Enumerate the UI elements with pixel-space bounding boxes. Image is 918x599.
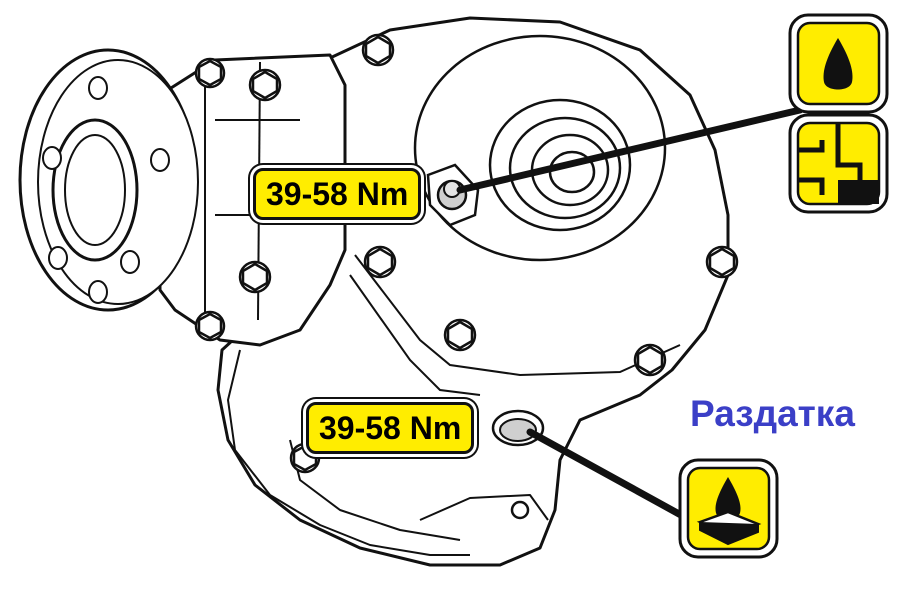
lower-torque-label: 39-58 Nm xyxy=(306,402,475,454)
bolt xyxy=(194,310,226,342)
leader-lines xyxy=(456,106,804,524)
output-flange xyxy=(18,48,199,312)
bolt xyxy=(705,245,739,279)
bolt xyxy=(443,318,477,352)
bolt xyxy=(248,68,282,102)
case-seam xyxy=(349,254,681,396)
drain-plug xyxy=(491,409,545,447)
oil-drain-icon xyxy=(678,458,779,559)
bolt xyxy=(633,343,667,377)
upper-torque-label: 39-58 Nm xyxy=(253,168,422,220)
bolt xyxy=(510,500,530,520)
bolt xyxy=(361,33,395,67)
housing-bolts xyxy=(194,33,739,520)
input-shaft-cover xyxy=(413,34,667,262)
oil-level-icon xyxy=(788,113,889,214)
diagram-caption: Раздатка xyxy=(690,393,855,434)
bolt xyxy=(238,260,272,294)
bolt xyxy=(363,245,397,279)
bolt xyxy=(194,57,226,89)
fill-plug xyxy=(426,163,480,227)
oil-drop-icon xyxy=(788,13,889,114)
